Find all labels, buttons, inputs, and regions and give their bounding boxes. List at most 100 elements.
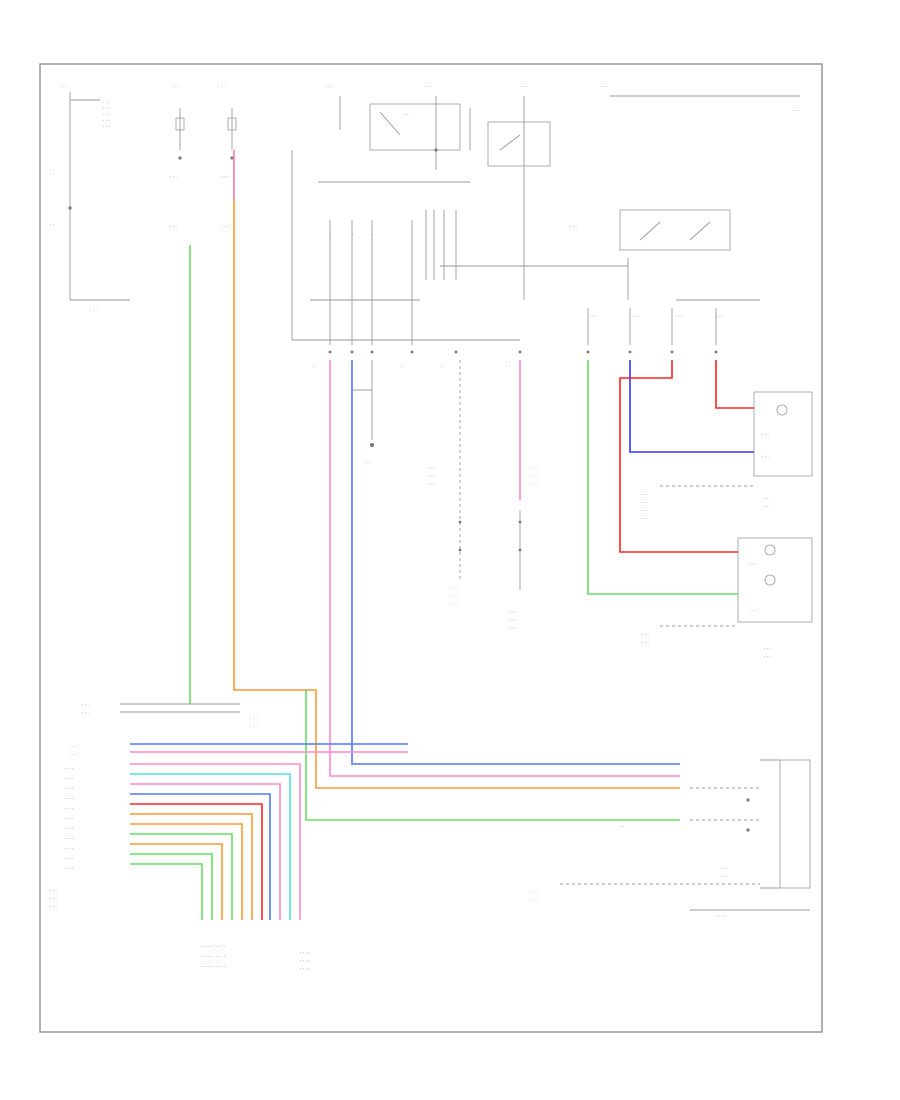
svg-text:· · ·: · · · [716,314,723,319]
svg-text:· · ·: · · · [764,646,771,651]
wire-w-red2 [715,360,754,409]
svg-text:· · ·: · · · [50,896,57,901]
svg-text:· · ·: · · · [60,84,67,89]
svg-text:· · · ·: · · · · [300,958,309,963]
svg-text:· · ·: · · · [90,308,97,313]
svg-text:· · ·: · · · [600,84,607,89]
svg-text:· · · ·: · · · · [716,914,725,919]
wire-w-green3 [305,690,680,821]
wire-m5 [130,783,281,920]
svg-text:·: · [352,232,353,237]
svg-text:· · · ·: · · · · [64,846,73,851]
headlamp-left-unit: · · · · · · · · · · · · · · · · · · [642,537,813,659]
module-output-wires [130,743,408,920]
diagram-frame [39,63,823,1033]
svg-text:· · ·: · · · [172,84,179,89]
svg-text:· · ·: · · · [640,492,647,497]
wire-m7 [130,803,263,920]
svg-text:· · · ·: · · · · [64,796,73,801]
wire-w-pink1 [329,360,680,777]
svg-text:· · ·: · · · [676,314,683,319]
svg-text:· · ·: · · · [720,874,727,879]
svg-text:· ·: · · [50,172,54,177]
svg-text:· · ·: · · · [82,702,89,707]
svg-text:· · ·: · · · [792,108,799,113]
svg-text:· · ·: · · · [425,84,432,89]
svg-text:· · ·: · · · [510,610,517,615]
svg-text:· · ·: · · · [404,112,411,117]
svg-text:· · ·: · · · [570,224,577,229]
svg-text:· · ·: · · · [103,118,110,123]
sensor-stack-right: · · · · · · · · · · · · · · · · · · [510,466,537,631]
svg-text:· · · · · · · · · ·: · · · · · · · · · · [200,954,225,959]
fuse-pair: · · · · · · · · · · · · · · · · · · [170,84,237,229]
svg-text:· · ·: · · · [326,84,333,89]
svg-text:· · ·: · · · [510,626,517,631]
svg-text:· · · ·: · · · · [64,836,73,841]
svg-text:· · · ·: · · · · [64,786,73,791]
svg-text:· · ·: · · · [632,314,639,319]
svg-text:· · ·: · · · [762,454,769,459]
svg-text:· · · ·: · · · · [64,826,73,831]
svg-text:· · ·: · · · [620,824,627,829]
ground-stack-a: · · [352,360,374,465]
svg-text:· · · ·: · · · · [64,816,73,821]
wire-m9 [130,823,243,920]
svg-text:· · · ·: · · · · [64,806,73,811]
svg-text:· · ·: · · · [450,594,457,599]
control-module-right: · · · · · · · · · · · · · · · · · · · [530,759,811,919]
control-module-left: · · · · · · · · · · · · · · · · · · · · … [50,702,257,909]
svg-text:· · ·: · · · [762,432,769,437]
switch-bank: · · · [440,209,731,300]
svg-text:· ·: · · [366,460,370,465]
svg-text:·: · [372,232,373,237]
svg-text:· · · · · · · · · ·: · · · · · · · · · · [200,964,225,969]
connector-row: · · · · · · · · [312,350,718,369]
svg-text:· · ·: · · · [170,224,177,229]
svg-text:· · ·: · · · [450,602,457,607]
svg-text:· · ·: · · · [170,174,177,179]
svg-text:· · · ·: · · · · [64,776,73,781]
svg-text:· · ·: · · · [428,482,435,487]
wire-w-blue1 [351,360,680,765]
bottom-connector: · · · · · · · · · · · · · · · · · · · · … [200,944,309,971]
svg-text:· · ·: · · · [720,866,727,871]
svg-text:· · ·: · · · [222,224,229,229]
svg-text:· ·: · · [312,364,316,369]
svg-text:· · · · · · · · · ·: · · · · · · · · · · [200,944,225,949]
wire-m8 [130,813,253,920]
wire-w-orange1 [233,150,680,789]
svg-text:· · · ·: · · · · [300,950,309,955]
colored-wires [189,150,754,821]
wire-m6 [130,793,271,920]
svg-text:· · · ·: · · · · [64,766,73,771]
svg-text:· · ·: · · · [218,84,225,89]
svg-text:· · ·: · · · [750,562,757,567]
wire-m12 [130,853,213,920]
wire-m4 [130,773,291,920]
svg-text:· · ·: · · · [530,474,537,479]
svg-text:· · ·: · · · [764,496,771,501]
relay-block-right: · · · · · · · · · [487,84,800,300]
svg-text:· · ·: · · · [50,888,57,893]
svg-text:· ·: · · [440,364,444,369]
central-harness: · · · [291,150,520,345]
svg-text:· · ·: · · · [590,314,597,319]
svg-text:· · ·: · · · [50,904,57,909]
svg-text:· · ·: · · · [530,890,537,895]
svg-text:· · ·: · · · [530,466,537,471]
svg-text:· · ·: · · · [222,174,229,179]
svg-text:· · ·: · · · [70,752,77,757]
svg-text:· · ·: · · · [750,608,757,613]
fuse-block-left: · · · · · · · · · · · · · · · · · · · · … [50,84,130,313]
svg-text:· · ·: · · · [103,112,110,117]
sensor-stack-left: · · · · · · · · · · · · · · · · · · [428,360,462,607]
svg-text:· · ·: · · · [764,654,771,659]
wire-m11 [130,843,223,920]
svg-text:·: · [330,232,331,237]
svg-text:· · ·: · · · [250,724,257,729]
svg-text:· ·: · · [506,364,510,369]
svg-text:· · ·: · · · [642,640,649,645]
svg-text:· · ·: · · · [510,618,517,623]
